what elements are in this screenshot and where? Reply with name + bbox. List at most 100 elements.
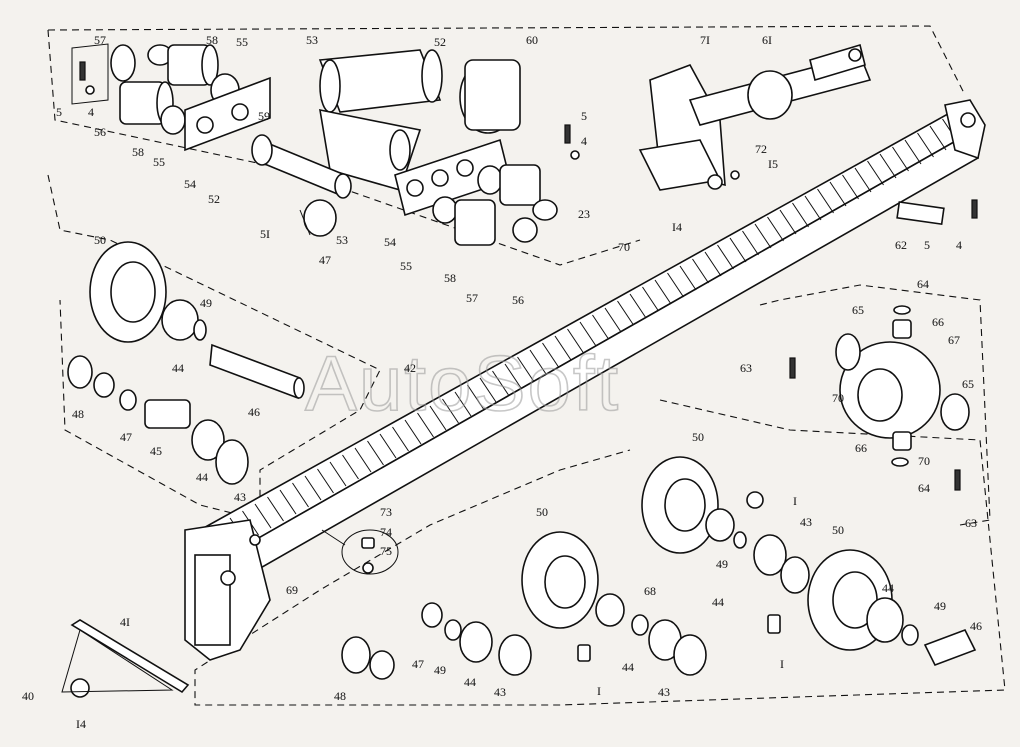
part-label: 72 <box>755 142 767 156</box>
part-label: 65 <box>852 303 864 317</box>
beam-tooth <box>354 447 372 473</box>
part-label: 49 <box>434 663 446 677</box>
beam-end-cap <box>944 99 986 160</box>
part-label: 49 <box>200 296 212 310</box>
part-label: 50 <box>832 523 844 537</box>
beam-tooth <box>879 153 897 179</box>
part-label: 66 <box>855 441 867 455</box>
beam-tooth <box>267 496 284 522</box>
beam-tooth <box>479 377 497 403</box>
frame-bottom-group <box>194 399 1006 706</box>
part-label: 70 <box>832 391 844 405</box>
beam-tooth <box>579 321 597 347</box>
part-label: 4 <box>581 134 587 148</box>
beam-tooth <box>329 461 347 487</box>
part-label: 47 <box>412 657 424 671</box>
beam-tooth <box>917 132 934 158</box>
detail-callout <box>321 529 399 575</box>
beam-tooth <box>892 146 909 172</box>
part-label: 63 <box>740 361 752 375</box>
beam-end-bracket <box>184 519 271 661</box>
frame-left-group <box>47 174 381 521</box>
part-label: 43 <box>658 685 670 699</box>
beam-tooth <box>542 342 559 368</box>
part-label: 6I <box>762 33 772 47</box>
beam-tooth <box>304 475 322 501</box>
beam-tooth <box>404 419 422 445</box>
beam-tooth <box>492 370 509 396</box>
beam-tooth <box>929 125 947 151</box>
part-label: 55 <box>153 155 165 169</box>
beam-tooth <box>667 272 684 298</box>
part-label: 53 <box>336 233 348 247</box>
part-label: 44 <box>464 675 476 689</box>
left-pulley-group <box>67 241 305 485</box>
beam-tooth <box>392 426 409 452</box>
frame-right-group <box>759 284 991 526</box>
beam-tooth <box>654 279 672 305</box>
part-label: 44 <box>882 581 894 595</box>
part-label: 5 <box>56 105 62 119</box>
part-label: 70 <box>618 240 630 254</box>
beam-tooth <box>429 405 447 431</box>
central-bearings <box>432 124 580 246</box>
beam-tooth <box>867 160 884 186</box>
part-label: 64 <box>918 481 930 495</box>
beam-tooth <box>717 244 734 270</box>
part-label: 64 <box>917 277 929 291</box>
central-shafts <box>251 49 521 237</box>
beam-tooth <box>504 363 522 389</box>
right-housing-group <box>789 305 970 491</box>
part-label: 49 <box>934 599 946 613</box>
part-label: 46 <box>970 619 982 633</box>
part-label: 45 <box>150 444 162 458</box>
part-label: 58 <box>444 271 456 285</box>
beam-tooth <box>517 356 534 382</box>
drive-arm-assembly <box>638 43 978 226</box>
part-label: 73 <box>380 505 392 519</box>
beam-tooth <box>342 454 359 480</box>
part-label: 5 <box>924 238 930 252</box>
part-label: 54 <box>184 177 196 191</box>
beam-tooth <box>567 328 584 354</box>
part-label: 4 <box>956 238 962 252</box>
beam-tooth <box>792 202 809 228</box>
part-label: 47 <box>120 430 132 444</box>
part-label: 56 <box>94 125 106 139</box>
beam-tooth <box>279 489 297 515</box>
part-label: 43 <box>234 490 246 504</box>
part-label: I4 <box>76 717 86 731</box>
beam-tooth <box>417 412 434 438</box>
part-label: 60 <box>526 33 538 47</box>
beam-tooth <box>604 307 622 333</box>
beam-tooth <box>642 286 659 312</box>
beam-tooth <box>842 174 859 200</box>
part-label: 4 <box>88 105 94 119</box>
beam-tooth <box>617 300 634 326</box>
beam-tooth <box>317 468 334 494</box>
beam-tooth <box>629 293 647 319</box>
beam-tooth <box>779 209 797 235</box>
beam-tooth <box>292 482 309 508</box>
beam-tooth <box>804 195 822 221</box>
part-label: 44 <box>172 361 184 375</box>
part-label: 44 <box>622 660 634 674</box>
part-label: 58 <box>132 145 144 159</box>
beam-tooth <box>904 139 922 165</box>
beam-tooth <box>817 188 834 214</box>
part-label: 46 <box>248 405 260 419</box>
part-label: I4 <box>672 220 682 234</box>
part-label: 65 <box>962 377 974 391</box>
beam-tooth <box>467 384 484 410</box>
beam-tooth <box>592 314 609 340</box>
part-label: 50 <box>94 233 106 247</box>
top-left-bearings <box>71 43 271 152</box>
part-label: 7I <box>700 33 710 47</box>
part-label: 55 <box>400 259 412 273</box>
part-label: 43 <box>494 685 506 699</box>
beam-tooth <box>454 391 472 417</box>
part-label: 54 <box>384 235 396 249</box>
part-label: 40 <box>22 689 34 703</box>
